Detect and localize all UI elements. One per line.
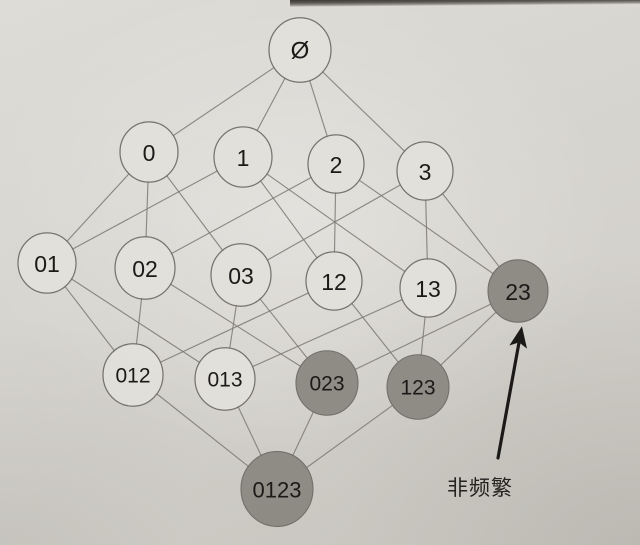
node-circle: [399, 258, 457, 318]
lattice-edge: [135, 296, 143, 347]
lattice-edge: [258, 178, 319, 260]
lattice-edge: [439, 310, 498, 367]
lattice-edge: [155, 392, 251, 468]
lattice-edge: [228, 303, 238, 351]
lattice-edge: [171, 66, 276, 137]
annotation-label-infrequent: 非频繁: [447, 476, 513, 500]
lattice-edge: [165, 173, 225, 253]
node-circle: [119, 121, 179, 183]
lattice-edge: [69, 277, 202, 364]
lattice-edge: [425, 197, 428, 262]
lattice-edge: [236, 404, 263, 458]
lattice-node-0[interactable]: 0: [119, 121, 179, 183]
lattice-node-13[interactable]: 13: [399, 258, 457, 318]
node-circle: [114, 236, 176, 300]
lattice-node-1[interactable]: 1: [213, 126, 273, 188]
edges-layer: [63, 66, 501, 470]
lattice-edge: [350, 301, 400, 365]
lattice-edge: [320, 70, 407, 153]
lattice-node-01[interactable]: 01: [17, 232, 77, 294]
node-circle: [210, 243, 272, 307]
lattice-node-03[interactable]: 03: [210, 243, 272, 307]
lattice-edge: [65, 172, 131, 243]
lattice-edge: [71, 169, 219, 251]
node-circle: [295, 350, 359, 416]
lattice-edge: [169, 176, 313, 255]
lattice-edge: [308, 78, 329, 139]
node-circle: [307, 134, 365, 194]
lattice-node-23[interactable]: 23: [487, 259, 549, 323]
lattice-node-empty[interactable]: Ø: [268, 17, 332, 83]
lattice-node-02[interactable]: 02: [114, 236, 176, 300]
lattice-node-013[interactable]: 013: [194, 347, 256, 411]
lattice-node-123[interactable]: 123: [386, 354, 450, 420]
node-circle: [396, 141, 454, 201]
lattice-edge: [168, 282, 303, 368]
lattice-edge: [291, 409, 315, 458]
infrequent-arrow: [496, 326, 527, 460]
lattice-node-3[interactable]: 3: [396, 141, 454, 201]
lattice-edge: [265, 183, 403, 262]
lattice-edge: [158, 291, 311, 364]
node-circle: [17, 232, 77, 294]
lattice-node-12[interactable]: 12: [305, 251, 363, 311]
lattice-edge: [63, 284, 116, 353]
node-circle: [268, 17, 332, 83]
lattice-node-012[interactable]: 012: [102, 343, 164, 407]
lattice-edge: [255, 75, 287, 133]
node-circle: [305, 251, 363, 311]
lattice-node-2[interactable]: 2: [307, 134, 365, 194]
lattice-edge: [420, 314, 426, 358]
lattice-edge: [304, 404, 395, 470]
lattice-edge: [250, 298, 404, 368]
lattice-node-023[interactable]: 023: [295, 350, 359, 416]
node-circle: [213, 126, 273, 188]
lattice-edge: [258, 297, 309, 361]
annotation-arrow-layer: [496, 326, 527, 460]
lattice-edge: [440, 191, 501, 269]
node-circle: [194, 347, 256, 411]
node-circle: [487, 259, 549, 323]
node-circle: [386, 354, 450, 420]
lattice-node-0123[interactable]: 0123: [240, 451, 314, 527]
node-circle: [102, 343, 164, 407]
lattice-edge: [353, 303, 493, 371]
node-circle: [240, 451, 314, 527]
